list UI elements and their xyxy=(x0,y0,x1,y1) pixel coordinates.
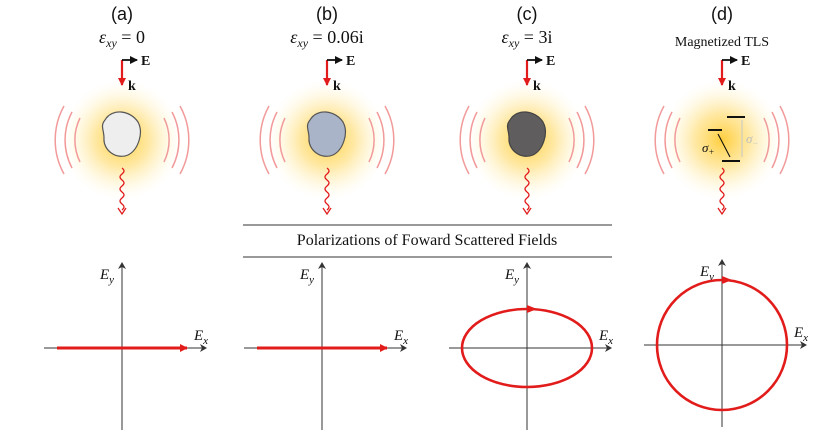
panel-b-label: (b) xyxy=(316,4,338,24)
k-label: k xyxy=(333,79,341,94)
rotation-arrowhead xyxy=(722,276,732,284)
y-axis-label: Ey xyxy=(299,267,314,286)
panel-d-title: Magnetized TLS xyxy=(675,35,769,50)
panel-c-equation: εxy = 3i xyxy=(502,27,553,50)
e-label: E xyxy=(546,54,555,69)
e-label: E xyxy=(346,54,355,69)
wavy-scatter xyxy=(719,167,725,211)
glow-halo xyxy=(662,80,782,200)
wavy-arrowhead xyxy=(717,207,727,216)
wavy-arrowhead xyxy=(322,207,332,216)
sigma-plus-transition xyxy=(717,133,731,158)
k-label: k xyxy=(533,79,541,94)
wavy-arrowhead xyxy=(117,207,127,216)
panel-a-label: (a) xyxy=(111,4,133,24)
scatter-arcs xyxy=(459,105,595,175)
particle xyxy=(306,111,346,157)
wavy-scatter xyxy=(524,167,530,211)
center-title: Polarizations of Foward Scattered Fields xyxy=(297,232,557,249)
y-axis-label: Ey xyxy=(99,267,114,286)
k-label: k xyxy=(728,79,736,94)
panel-c-label: (c) xyxy=(517,4,538,24)
x-axis-label: Ex xyxy=(393,328,408,347)
e-label: E xyxy=(141,54,150,69)
panel-b-equation: εxy = 0.06i xyxy=(290,27,363,50)
y-axis-label: Ey xyxy=(699,264,714,283)
wavy-arrowhead xyxy=(522,207,532,216)
scatter-arcs xyxy=(54,105,190,175)
y-axis-label: Ey xyxy=(504,267,519,286)
panel-b: (b) εxy = 0.06i E k xyxy=(259,4,395,216)
panel-a-equation: εxy = 0 xyxy=(99,27,145,50)
wavy-scatter xyxy=(119,167,125,211)
scatter-arcs xyxy=(654,105,790,175)
e-label: E xyxy=(741,54,750,69)
rotation-arrowhead xyxy=(527,305,537,313)
wavy-scatter xyxy=(324,167,330,211)
k-label: k xyxy=(128,79,136,94)
x-axis-label: Ex xyxy=(793,325,808,344)
scatter-arcs xyxy=(259,105,395,175)
panel-c: (c) εxy = 3i E k xyxy=(459,4,595,216)
panel-d-label: (d) xyxy=(711,4,733,24)
panel-d: (d) Magnetized TLS σ+ σ− E k xyxy=(654,4,790,216)
x-axis-label: Ex xyxy=(193,328,208,347)
sigma-minus-label: σ− xyxy=(746,131,759,148)
particle xyxy=(506,111,546,157)
particle xyxy=(101,111,141,157)
sigma-plus-label: σ+ xyxy=(702,140,715,157)
panel-a: (a) εxy = 0 E k xyxy=(54,4,190,216)
x-axis-label: Ex xyxy=(598,328,613,347)
